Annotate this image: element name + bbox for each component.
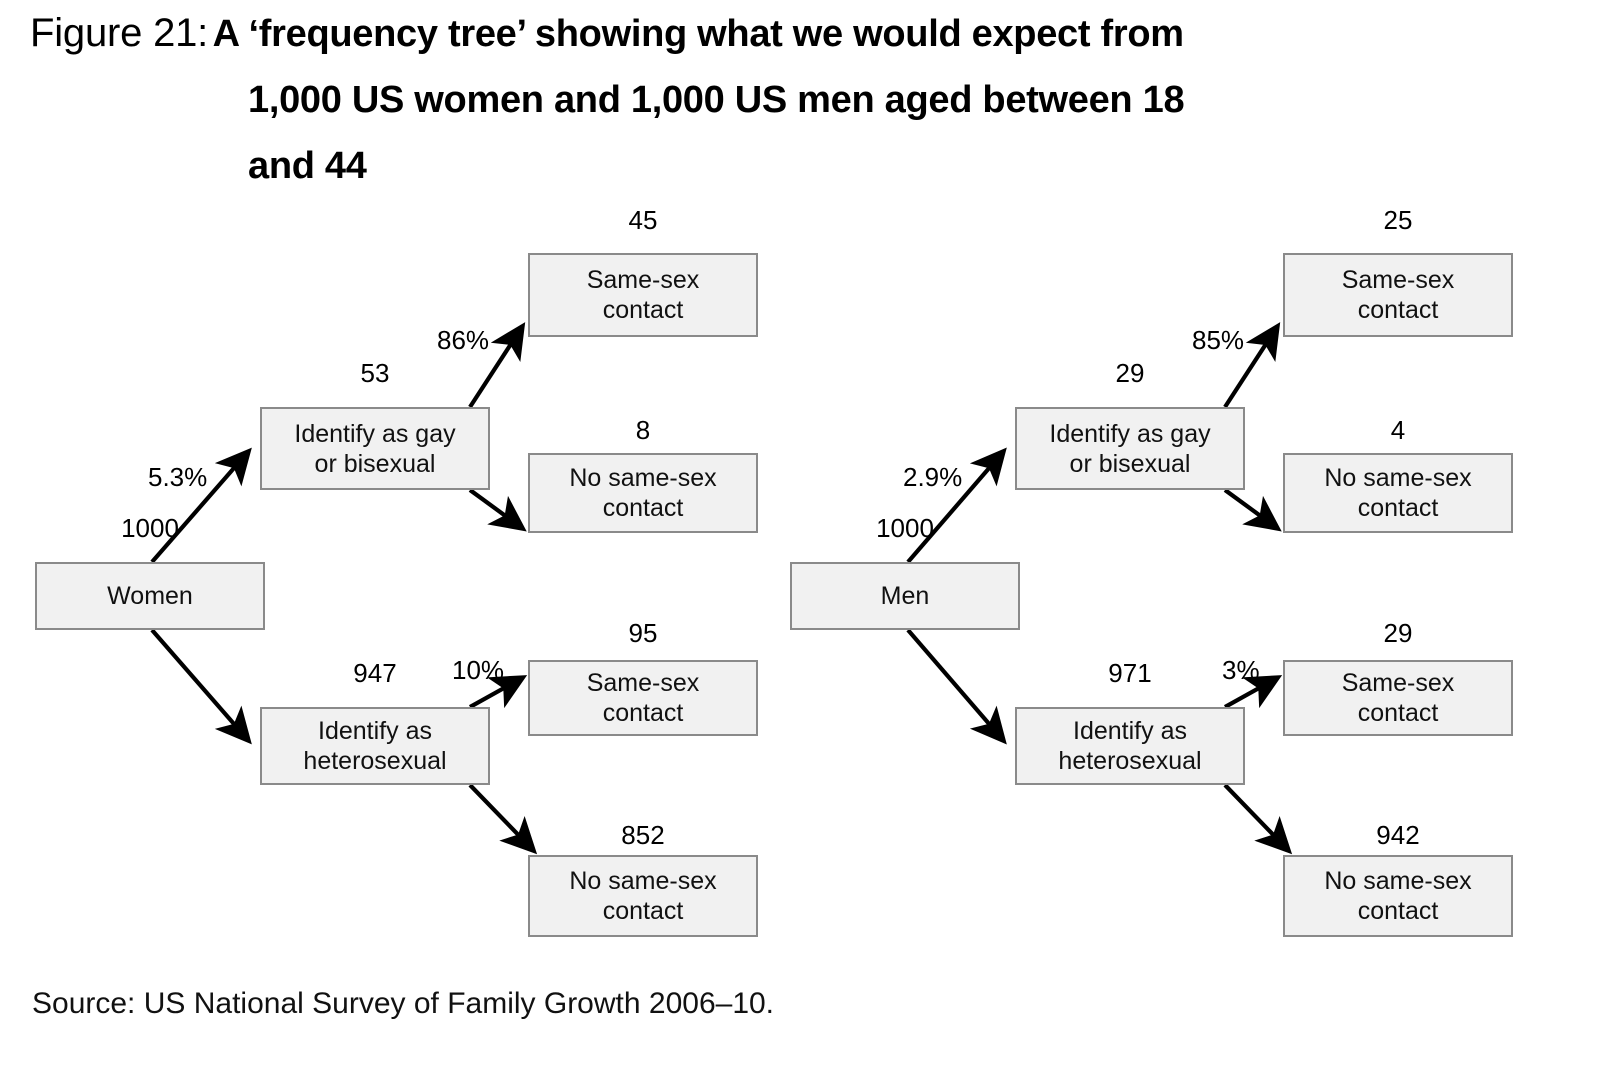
node-women-hetero[interactable]: Identify as heterosexual bbox=[260, 707, 490, 785]
figure-title-part-1: A ‘frequency tree’ showing what we would… bbox=[212, 13, 1184, 55]
node-label-men-gaybi-line2: or bisexual bbox=[1069, 449, 1191, 478]
count-women-hetero: 947 bbox=[353, 658, 397, 688]
arrow-men-to-hetero bbox=[906, 628, 1007, 745]
count-men-hetero-nosamesex: 942 bbox=[1376, 820, 1420, 850]
pct-men-hetero-to-samesex: 3% bbox=[1222, 655, 1260, 685]
figure-heading: Figure 21: A ‘frequency tree’ showing wh… bbox=[30, 4, 1530, 203]
node-men-hetero-samesex[interactable]: Same-sex contact bbox=[1283, 660, 1513, 736]
node-label-samesex-line1: Same-sex bbox=[1341, 266, 1455, 294]
arrow-women-to-hetero bbox=[150, 628, 252, 745]
count-women-hetero-samesex: 95 bbox=[628, 618, 658, 648]
node-label-women-gaybi-line1: Identify as gay bbox=[294, 419, 456, 448]
figure-title-part-2: 1,000 US women and 1,000 US men aged bet… bbox=[248, 79, 1185, 121]
node-label-samesex-line2: contact bbox=[602, 699, 684, 727]
arrow-hetero-to-nosamesex-women bbox=[468, 783, 538, 855]
node-men-gaybi-samesex[interactable]: Same-sex contact bbox=[1283, 253, 1513, 337]
node-label-samesex-line2: contact bbox=[1357, 296, 1439, 324]
node-label-women-hetero-line2: heterosexual bbox=[303, 747, 447, 775]
node-label-women-gaybi-line2: or bisexual bbox=[314, 449, 436, 478]
node-label-samesex-line1: Same-sex bbox=[586, 669, 700, 697]
node-women-hetero-nosamesex[interactable]: No same-sex contact bbox=[528, 855, 758, 937]
node-women-gaybi-nosamesex[interactable]: No same-sex contact bbox=[528, 453, 758, 533]
count-women-gaybi-nosamesex: 8 bbox=[635, 415, 651, 445]
node-label-men-hetero-line1: Identify as bbox=[1073, 717, 1187, 745]
node-women-root[interactable]: Women bbox=[35, 562, 265, 630]
count-men-hetero: 971 bbox=[1108, 658, 1152, 688]
node-label-nosamesex-line1: No same-sex bbox=[1324, 867, 1472, 895]
node-label-men: Men bbox=[880, 582, 930, 610]
node-label-men-gaybi-line1: Identify as gay bbox=[1049, 419, 1211, 448]
node-label-nosamesex-line1: No same-sex bbox=[569, 464, 717, 492]
node-label-nosamesex-line2: contact bbox=[602, 897, 684, 925]
count-men-gaybi: 29 bbox=[1115, 358, 1145, 388]
node-label-samesex-line1: Same-sex bbox=[1341, 669, 1455, 697]
source-note: Source: US National Survey of Family Gro… bbox=[32, 987, 775, 1020]
node-label-samesex-line1: Same-sex bbox=[586, 266, 700, 294]
count-women-root: 1000 bbox=[121, 513, 179, 543]
node-men-root[interactable]: Men bbox=[790, 562, 1020, 630]
pct-women-gaybi-to-samesex: 86% bbox=[437, 325, 490, 355]
node-women-gaybi[interactable]: Identify as gay or bisexual bbox=[260, 407, 490, 490]
node-men-gaybi-nosamesex[interactable]: No same-sex contact bbox=[1283, 453, 1513, 533]
node-label-nosamesex-line2: contact bbox=[602, 494, 684, 522]
title-line-1: Figure 21: A ‘frequency tree’ showing wh… bbox=[30, 4, 1530, 71]
title-line-2: 1,000 US women and 1,000 US men aged bet… bbox=[30, 71, 1530, 137]
pct-men-to-gaybi: 2.9% bbox=[903, 462, 963, 492]
node-label-nosamesex-line1: No same-sex bbox=[1324, 464, 1472, 492]
count-men-gaybi-samesex: 25 bbox=[1383, 205, 1413, 235]
figure-title-part-3: and 44 bbox=[248, 145, 367, 187]
count-men-root: 1000 bbox=[876, 513, 934, 543]
pct-women-hetero-to-samesex: 10% bbox=[452, 655, 505, 685]
count-men-hetero-samesex: 29 bbox=[1383, 618, 1413, 648]
node-label-men-hetero-line2: heterosexual bbox=[1058, 747, 1202, 775]
title-line-3: and 44 bbox=[30, 137, 1530, 203]
figure-label: Figure 21: bbox=[30, 11, 209, 55]
arrow-gaybi-to-nosamesex-men bbox=[1223, 488, 1282, 532]
node-men-hetero[interactable]: Identify as heterosexual bbox=[1015, 707, 1245, 785]
arrow-hetero-to-nosamesex-men bbox=[1223, 783, 1293, 855]
count-women-gaybi: 53 bbox=[360, 358, 390, 388]
node-label-women: Women bbox=[107, 582, 193, 610]
node-men-hetero-nosamesex[interactable]: No same-sex contact bbox=[1283, 855, 1513, 937]
node-men-gaybi[interactable]: Identify as gay or bisexual bbox=[1015, 407, 1245, 490]
pct-men-gaybi-to-samesex: 85% bbox=[1192, 325, 1245, 355]
node-label-samesex-line2: contact bbox=[602, 296, 684, 324]
count-men-gaybi-nosamesex: 4 bbox=[1390, 415, 1406, 445]
node-women-hetero-samesex[interactable]: Same-sex contact bbox=[528, 660, 758, 736]
arrow-gaybi-to-nosamesex-women bbox=[468, 488, 527, 532]
node-label-samesex-line2: contact bbox=[1357, 699, 1439, 727]
node-label-nosamesex-line2: contact bbox=[1357, 494, 1439, 522]
node-label-nosamesex-line1: No same-sex bbox=[569, 867, 717, 895]
count-women-gaybi-samesex: 45 bbox=[628, 205, 658, 235]
pct-women-to-gaybi: 5.3% bbox=[148, 462, 208, 492]
node-women-gaybi-samesex[interactable]: Same-sex contact bbox=[528, 253, 758, 337]
node-label-nosamesex-line2: contact bbox=[1357, 897, 1439, 925]
count-women-hetero-nosamesex: 852 bbox=[621, 820, 665, 850]
node-label-women-hetero-line1: Identify as bbox=[318, 717, 432, 745]
